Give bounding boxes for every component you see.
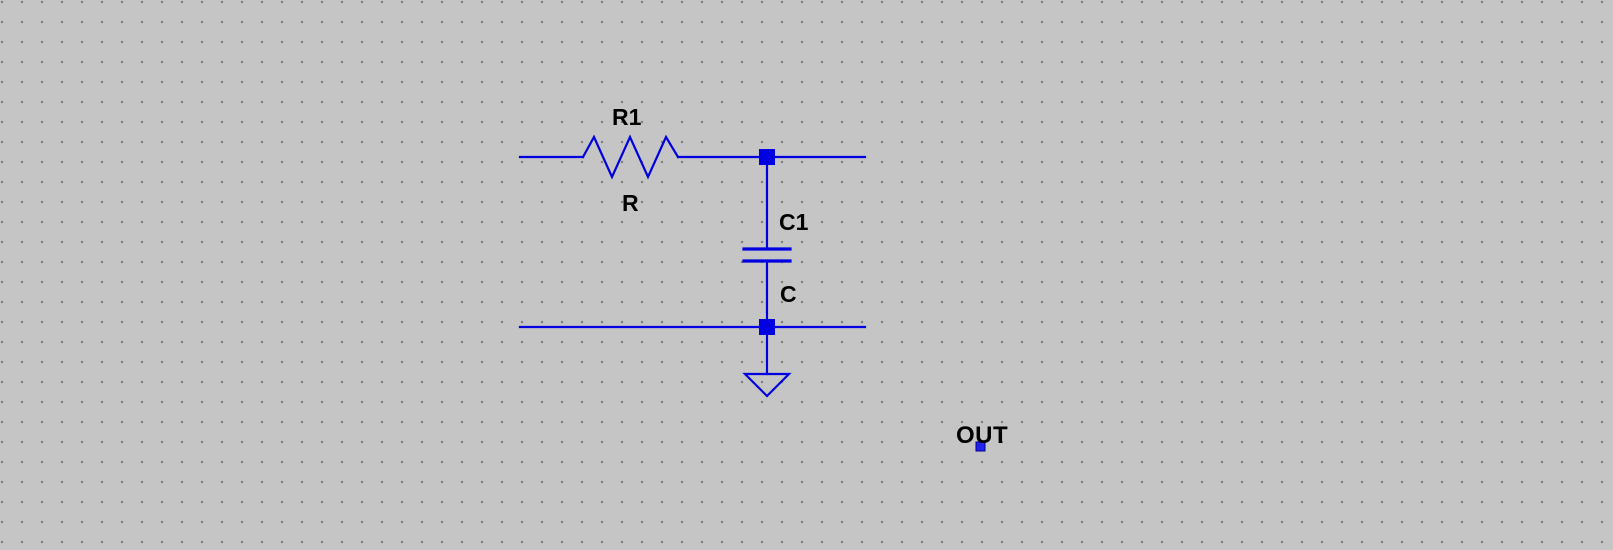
capacitor-value-label[interactable]: C — [780, 281, 797, 307]
resistor-value-label[interactable]: R — [622, 190, 639, 216]
capacitor-designator-label[interactable]: C1 — [779, 209, 809, 235]
net-label-out[interactable]: OUT — [956, 422, 1009, 449]
resistor-designator-label[interactable]: R1 — [612, 104, 642, 130]
ground-symbol[interactable] — [742, 372, 792, 398]
resistor-symbol[interactable] — [581, 134, 680, 180]
port-marker[interactable] — [975, 441, 986, 452]
junction-dot-top — [759, 149, 775, 165]
